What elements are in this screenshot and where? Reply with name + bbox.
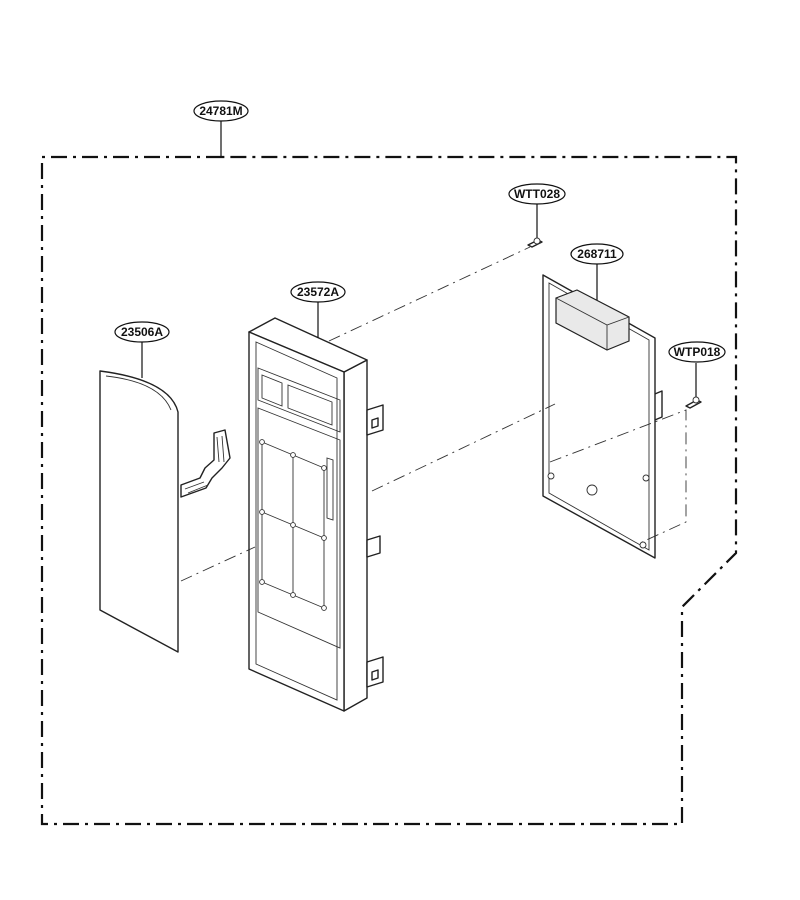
callout-panel-label: 23572A [297, 285, 339, 299]
assembly-boundary [40, 155, 738, 826]
callout-pcb-label: 268711 [577, 247, 617, 261]
pcb-board [542, 274, 663, 559]
assembly-line-2 [371, 403, 556, 492]
screw-side-part [685, 363, 702, 409]
callout-membrane-label: 23506A [121, 325, 163, 339]
assembly-line-1 [328, 246, 531, 342]
callout-screw-side: WTP018 [668, 341, 726, 363]
callout-screw-top-label: WTT028 [514, 187, 560, 201]
control-panel [248, 317, 384, 712]
callout-assembly: 24781M [193, 100, 249, 122]
callout-panel: 23572A [290, 281, 346, 303]
callout-screw-top: WTT028 [508, 183, 566, 205]
callout-assembly-label: 24781M [199, 104, 242, 118]
membrane-sheet [99, 370, 231, 653]
callout-screw-side-label: WTP018 [674, 345, 721, 359]
screw-top-part [527, 204, 543, 248]
assembly-line-3 [180, 546, 256, 582]
callout-membrane: 23506A [114, 321, 170, 343]
assembly-line-4 [549, 409, 687, 543]
callout-pcb: 268711 [570, 243, 624, 265]
